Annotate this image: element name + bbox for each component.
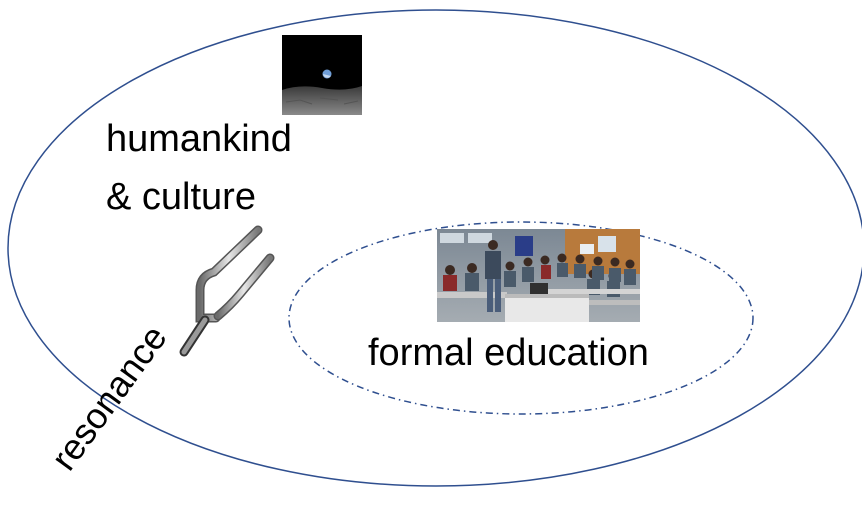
culture-label: & culture bbox=[106, 176, 256, 218]
humankind-label: humankind bbox=[106, 118, 292, 160]
inner-dashed-ellipse bbox=[288, 221, 754, 415]
formal-education-label: formal education bbox=[368, 332, 649, 374]
classroom-photo bbox=[437, 229, 640, 322]
tuning-fork-icon bbox=[179, 225, 275, 357]
earthrise-photo bbox=[282, 35, 362, 115]
outer-ellipse bbox=[7, 9, 862, 487]
